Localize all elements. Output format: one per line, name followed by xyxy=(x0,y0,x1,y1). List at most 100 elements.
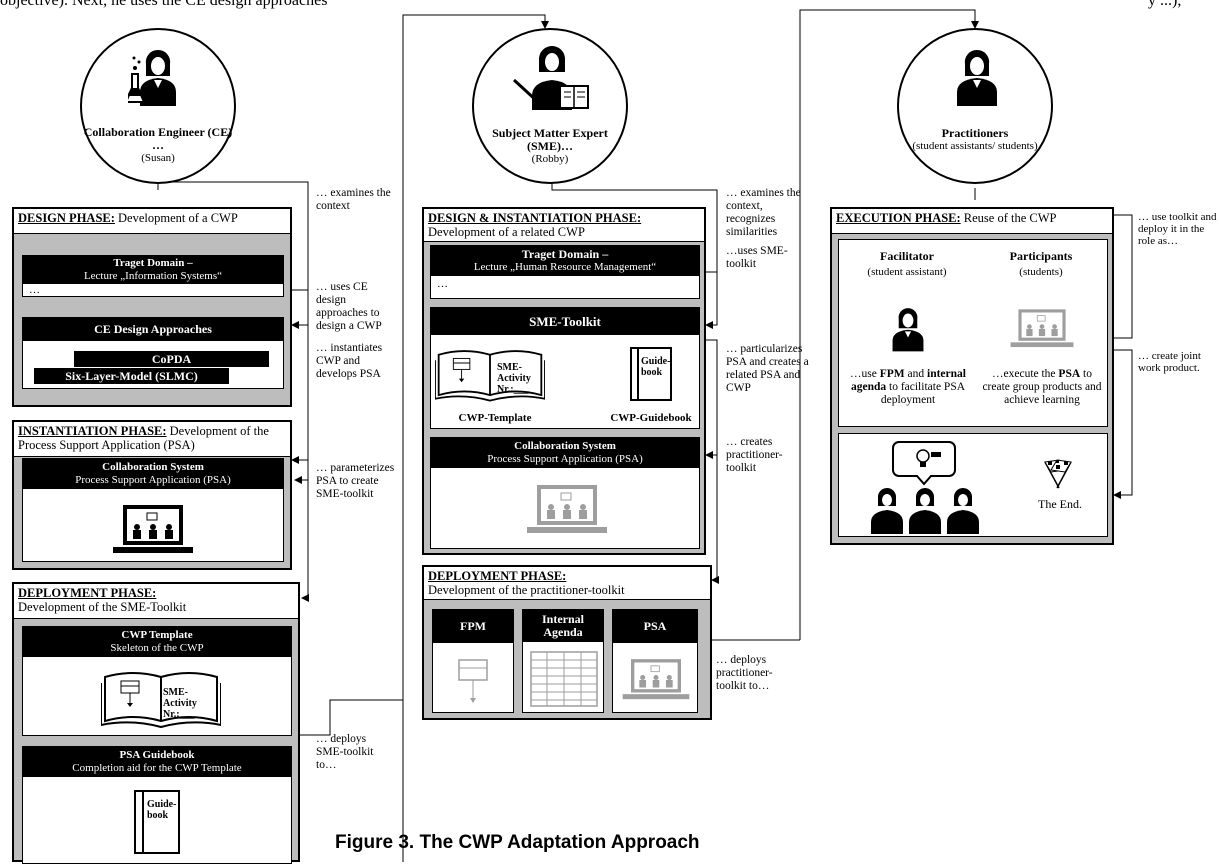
cwp-template-label: CWP-Template xyxy=(458,412,532,424)
collab-system-sub: Process Support Application (PSA) xyxy=(487,453,643,465)
guidebook-label: Guide-book xyxy=(641,356,671,378)
phase-title-label: DESIGN PHASE: xyxy=(18,211,115,225)
figure-caption: Figure 3. The CWP Adaptation Approach xyxy=(335,832,700,853)
note-deploys-practitioner-toolkit: … deploys practitioner-toolkit to… xyxy=(716,654,773,692)
sme-activity-label: SME-Activity Nr.:___ xyxy=(497,362,531,395)
internal-agenda-title: Internal Agenda xyxy=(523,610,603,642)
note-parameterizes-psa: … parameterizes PSA to create SME-toolki… xyxy=(316,462,395,500)
actor-sme-sub: (Robby) xyxy=(531,153,569,165)
phase-title-label: INSTANTIATION PHASE: xyxy=(18,424,167,438)
phase-title-label: DESIGN & INSTANTIATION PHASE: xyxy=(428,211,642,225)
participants-label: Participants xyxy=(1009,249,1073,263)
target-domain-box: Traget Domain – Lecture „Information Sys… xyxy=(22,255,284,297)
guidebook-icon xyxy=(630,347,672,401)
target-domain-sub: Lecture „Information Systems“ xyxy=(83,270,223,282)
phase-title-text: Reuse of the CWP xyxy=(960,211,1057,225)
psa-guidebook-title: PSA Guidebook xyxy=(119,749,195,761)
actor-ce-name: Collaboration Engineer (CE) … xyxy=(83,125,233,152)
flow-diagram-icon xyxy=(458,659,488,703)
psa-guidebook-box: PSA Guidebook Completion aid for the CWP… xyxy=(22,746,292,864)
laptop-icon xyxy=(527,485,607,533)
note-examines-context-2: … examines the context, recognizes simil… xyxy=(726,187,801,238)
open-book-icon xyxy=(435,350,545,402)
phase-title-text: Development of the practitioner-toolkit xyxy=(428,583,625,597)
note-particularizes-psa: … particularizes PSA and creates a relat… xyxy=(726,343,809,394)
phase-title-text: Development of a related CWP xyxy=(428,225,585,239)
laptop-icon xyxy=(113,505,193,553)
open-book-icon xyxy=(101,672,221,729)
note-create-joint-work-product: … create joint work product. xyxy=(1138,350,1201,374)
internal-agenda-box: Internal Agenda xyxy=(522,609,604,713)
actor-practitioners: Practitioners (student assistants/ stude… xyxy=(897,28,1053,184)
target-domain-body: … xyxy=(29,284,40,296)
scientist-icon xyxy=(128,49,176,106)
cwp-template-title: CWP Template xyxy=(121,629,193,641)
psa-guidebook-sub: Completion aid for the CWP Template xyxy=(72,762,242,774)
instantiation-phase-panel: INSTANTIATION PHASE: Development of the … xyxy=(12,420,292,570)
psa-box: PSA xyxy=(612,609,698,713)
sme-toolkit-title: SME-Toolkit xyxy=(431,308,699,335)
cwp-template-sub: Skeleton of the CWP xyxy=(110,642,204,654)
note-instantiates-cwp: … instantiates CWP and develops PSA xyxy=(316,342,383,380)
slmc-label: Six-Layer-Model (SLMC) xyxy=(34,368,229,384)
note-use-toolkit: … use toolkit and deploy it in the role … xyxy=(1138,211,1217,247)
laptop-icon xyxy=(1010,309,1074,348)
guidebook-label: Guide-book xyxy=(147,799,177,821)
sme-activity-label: SME-Activity Nr.:___ xyxy=(163,687,197,720)
psa-title: PSA xyxy=(613,610,697,643)
phase-title-text: Development of the SME-Toolkit xyxy=(18,600,187,614)
collab-system-sub: Process Support Application (PSA) xyxy=(75,474,231,486)
phase-title-text: Development of the Process Support Appli… xyxy=(18,424,269,452)
target-domain-sub: Lecture „Human Resource Management“ xyxy=(473,261,657,273)
ce-approaches-title: CE Design Approaches xyxy=(23,318,283,341)
actor-pr-name: Practitioners xyxy=(941,126,1009,140)
cwp-guidebook-label: CWP-Guidebook xyxy=(610,412,692,424)
phase-title-label: DEPLOYMENT PHASE: xyxy=(428,569,567,583)
note-creates-practitioner-toolkit: … creates practitioner-toolkit xyxy=(726,436,783,474)
target-domain-title: Traget Domain – xyxy=(521,247,609,261)
facilitator-sub: (student assistant) xyxy=(867,266,947,278)
outcome-box: The End. xyxy=(838,433,1108,537)
header-text-fragment: objective). Next, he uses the CE design … xyxy=(0,0,328,9)
actor-sme-name: Subject Matter Expert (SME)… xyxy=(492,126,608,153)
fpm-box: FPM xyxy=(432,609,514,713)
design-instantiation-phase-panel: DESIGN & INSTANTIATION PHASE: Developmen… xyxy=(422,207,706,555)
fpm-title: FPM xyxy=(433,610,513,643)
note-examines-context: … examines the context xyxy=(316,187,391,212)
collaboration-system-box: Collaboration System Process Support App… xyxy=(22,458,284,562)
target-domain-box-2: Traget Domain – Lecture „Human Resource … xyxy=(430,245,700,299)
note-deploys-sme-toolkit: … deploys SME-toolkit to… xyxy=(316,733,374,771)
facilitator-description: …use FPM and internal agenda to facilita… xyxy=(850,368,966,406)
design-phase-panel: DESIGN PHASE: Development of a CWP Trage… xyxy=(12,207,292,407)
teacher-icon xyxy=(512,45,589,110)
participants-description: …execute the PSA to create group product… xyxy=(982,368,1102,406)
deployment-phase-panel-2: DEPLOYMENT PHASE: Development of the pra… xyxy=(422,565,712,720)
roles-box: Facilitator (student assistant) Particip… xyxy=(838,239,1108,427)
target-domain-body: … xyxy=(437,278,448,290)
copda-label: CoPDA xyxy=(74,351,269,367)
laptop-icon xyxy=(622,659,690,700)
checkered-flags-icon xyxy=(1044,459,1072,489)
phase-title-label: DEPLOYMENT PHASE: xyxy=(18,586,157,600)
phase-title-label: EXECUTION PHASE: xyxy=(836,211,961,225)
actor-ce-sub: (Susan) xyxy=(141,152,175,164)
actor-pr-sub: (student assistants/ students) xyxy=(912,140,1038,152)
collab-system-title: Collaboration System xyxy=(102,461,204,473)
execution-phase-panel: EXECUTION PHASE: Reuse of the CWP Facili… xyxy=(830,207,1114,545)
phase-title-text: Development of a CWP xyxy=(114,211,238,225)
table-icon xyxy=(530,651,598,707)
actor-ce: Collaboration Engineer (CE) … (Susan) xyxy=(80,28,236,184)
target-domain-title: Traget Domain – xyxy=(113,257,193,269)
note-uses-sme-toolkit: …uses SME-toolkit xyxy=(726,245,788,270)
facilitator-label: Facilitator xyxy=(880,249,934,263)
group-idea-icon xyxy=(871,441,979,534)
collaboration-system-box-2: Collaboration System Process Support App… xyxy=(430,437,700,549)
note-uses-ce-design: … uses CE design approaches to design a … xyxy=(316,281,382,332)
participants-sub: (students) xyxy=(1019,266,1063,278)
header-text-tail: y ...), xyxy=(1148,0,1182,9)
collab-system-title: Collaboration System xyxy=(514,440,616,452)
the-end-label: The End. xyxy=(1038,497,1082,511)
sme-toolkit-box: SME-Toolkit SME-Activity Nr.:___ Guide-b… xyxy=(430,307,700,429)
person-icon xyxy=(892,308,924,352)
